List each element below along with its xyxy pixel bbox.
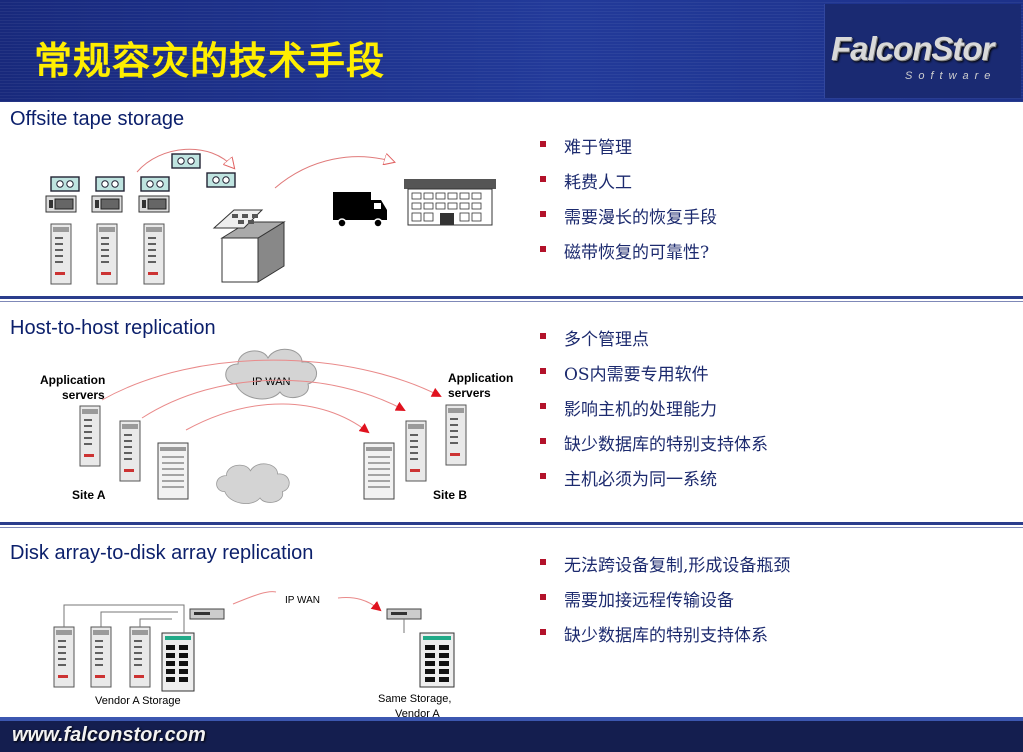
app-servers-label-right-2: servers bbox=[448, 386, 491, 400]
app-servers-label-left: Application bbox=[40, 373, 105, 387]
footer-bar: www.falconstor.com bbox=[0, 721, 1023, 752]
section-title-host-replication: Host-to-host replication bbox=[10, 317, 216, 339]
server-icon bbox=[96, 223, 118, 285]
page-title: 常规容灾的技术手段 bbox=[34, 39, 386, 83]
section-title-disk-replication: Disk array-to-disk array replication bbox=[10, 542, 314, 564]
server-icon bbox=[129, 626, 151, 688]
app-servers-label-left-2: servers bbox=[62, 388, 105, 402]
bullet-list-offsite-tape: 难于管理 耗费人工 需要漫长的恢复手段 磁带恢复的可靠性? bbox=[540, 133, 717, 273]
bullet-item: 耗费人工 bbox=[540, 168, 717, 203]
falconstor-logo: FalconStor Software bbox=[824, 4, 1021, 98]
building-icon bbox=[404, 179, 496, 226]
section-divider-thin bbox=[0, 527, 1023, 528]
transport-device-icon bbox=[189, 608, 225, 620]
storage-icon bbox=[157, 442, 189, 500]
truck-icon bbox=[333, 192, 387, 228]
app-servers-label-right: Application bbox=[448, 371, 513, 385]
bullet-list-host-replication: 多个管理点 OS内需要专用软件 影响主机的处理能力 缺少数据库的特别支持体系 主… bbox=[540, 325, 768, 500]
bullet-item: 需要漫长的恢复手段 bbox=[540, 203, 717, 238]
server-icon bbox=[79, 405, 101, 467]
bullet-item: 磁带恢复的可靠性? bbox=[540, 238, 717, 273]
bullet-item: 需要加接远程传输设备 bbox=[540, 586, 790, 621]
tape-drive-icon bbox=[138, 195, 170, 213]
storage-icon bbox=[363, 442, 395, 500]
header-banner: 常规容灾的技术手段 FalconStor Software bbox=[0, 0, 1023, 102]
section-divider bbox=[0, 296, 1023, 299]
vendor-a-storage-label: Vendor A Storage bbox=[95, 695, 181, 707]
disk-replication-diagram: IP WAN Vendor A Storage Same Storage, Ve… bbox=[53, 463, 455, 720]
cloud-label: IP WAN bbox=[285, 595, 320, 606]
logo-text: FalconStor bbox=[831, 30, 994, 67]
bullet-item: 缺少数据库的特别支持体系 bbox=[540, 621, 790, 656]
offsite-tape-diagram bbox=[45, 148, 496, 285]
server-icon bbox=[53, 626, 75, 688]
server-icon bbox=[50, 223, 72, 285]
bullet-item: 影响主机的处理能力 bbox=[540, 395, 768, 430]
ip-wan-cloud-icon bbox=[216, 463, 290, 504]
bullet-item: 主机必须为同一系统 bbox=[540, 465, 768, 500]
server-icon bbox=[445, 404, 467, 466]
tape-cartridge-icon bbox=[140, 176, 170, 192]
footer-strip bbox=[0, 717, 1023, 721]
cloud-label: IP WAN bbox=[252, 376, 291, 388]
footer-url[interactable]: www.falconstor.com bbox=[12, 724, 206, 746]
bullet-item: OS内需要专用软件 bbox=[540, 360, 768, 395]
shipping-box-icon bbox=[212, 209, 286, 283]
bullet-item: 多个管理点 bbox=[540, 325, 768, 360]
transport-device-icon bbox=[386, 608, 422, 620]
disk-array-icon bbox=[419, 632, 455, 688]
disk-array-icon bbox=[161, 632, 195, 692]
site-a-label: Site A bbox=[72, 488, 106, 502]
bullet-item: 难于管理 bbox=[540, 133, 717, 168]
tape-cartridge-icon bbox=[206, 172, 236, 188]
section-title-offsite-tape: Offsite tape storage bbox=[10, 108, 185, 130]
logo-subtext: Software bbox=[905, 70, 997, 82]
server-icon bbox=[143, 223, 165, 285]
bullet-list-disk-replication: 无法跨设备复制,形成设备瓶颈 需要加接远程传输设备 缺少数据库的特别支持体系 bbox=[540, 551, 790, 656]
tape-drive-icon bbox=[45, 195, 77, 213]
server-icon bbox=[90, 626, 112, 688]
tape-drive-icon bbox=[91, 195, 123, 213]
section-divider-thin bbox=[0, 301, 1023, 302]
tape-cartridge-icon bbox=[95, 176, 125, 192]
ip-wan-cloud-icon bbox=[225, 348, 318, 400]
site-b-label: Site B bbox=[433, 488, 467, 502]
tape-cartridge-icon bbox=[171, 153, 201, 169]
server-icon bbox=[405, 420, 427, 482]
same-storage-label: Same Storage, bbox=[378, 693, 451, 705]
section-divider bbox=[0, 522, 1023, 525]
bullet-item: 缺少数据库的特别支持体系 bbox=[540, 430, 768, 465]
bullet-item: 无法跨设备复制,形成设备瓶颈 bbox=[540, 551, 790, 586]
tape-cartridge-icon bbox=[50, 176, 80, 192]
server-icon bbox=[119, 420, 141, 482]
host-replication-diagram: IP WAN Application servers Application s… bbox=[40, 348, 513, 502]
